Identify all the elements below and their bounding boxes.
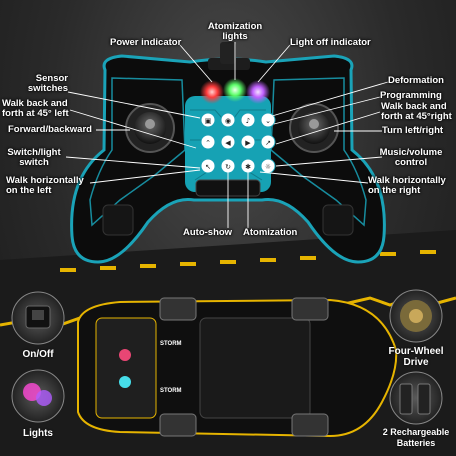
svg-text:◀: ◀ xyxy=(225,139,231,147)
label-switch-light-switch: Switch/light switch xyxy=(7,147,61,168)
remote-controller: ▣ ◉ ♪ ⌄ ⌃ ◀ ▶ ↗ ↖ ↻ ✱ ☼ xyxy=(70,42,386,264)
badge-label-four-wheel-drive: Four-Wheel Drive xyxy=(388,346,444,368)
car-label-storm-top: STORM xyxy=(160,341,182,347)
left-joystick[interactable] xyxy=(125,103,175,153)
label-walk-back-right: Walk back and forth at 45°right xyxy=(381,101,452,122)
label-atomization-lights: Atomization lights xyxy=(207,21,263,42)
right-grip-pad xyxy=(322,204,354,236)
car-chassis xyxy=(199,317,311,419)
power-indicator-led xyxy=(200,80,224,104)
label-atomization: Atomization xyxy=(243,227,298,238)
svg-text:↗: ↗ xyxy=(265,139,271,147)
car-front-panel xyxy=(95,317,157,419)
svg-text:▶: ▶ xyxy=(245,139,251,147)
label-light-off-indicator: Light off indicator xyxy=(290,37,371,48)
car-wheels xyxy=(159,297,329,437)
light-off-indicator-led xyxy=(246,80,270,104)
robot-car-top-view xyxy=(77,297,398,438)
svg-text:♪: ♪ xyxy=(246,117,250,125)
right-joystick[interactable] xyxy=(289,103,339,153)
svg-text:✱: ✱ xyxy=(245,163,251,171)
badge-lights xyxy=(11,369,65,423)
svg-text:↻: ↻ xyxy=(225,163,231,171)
car-label-storm-bottom: STORM xyxy=(160,388,182,394)
label-programming: Programming xyxy=(380,90,442,101)
car-headlight-cyan xyxy=(119,376,131,388)
sensor-icon[interactable] xyxy=(220,112,236,128)
label-power-indicator: Power indicator xyxy=(110,37,182,48)
music-note-icon[interactable] xyxy=(240,112,256,128)
arrow-right-icon[interactable] xyxy=(240,134,256,150)
arrow-left-icon[interactable] xyxy=(220,134,236,150)
label-walk-horizontal-right: Walk horizontally on the right xyxy=(368,175,446,196)
label-deformation: Deformation xyxy=(388,75,444,86)
svg-text:▣: ▣ xyxy=(205,117,212,125)
badge-label-lights: Lights xyxy=(23,428,53,439)
leader-lines xyxy=(65,42,389,228)
badge-batteries xyxy=(389,371,443,425)
label-walk-horizontal-left: Walk horizontally on the left xyxy=(6,175,84,196)
svg-text:↖: ↖ xyxy=(205,163,211,171)
diagonal-left-icon[interactable] xyxy=(200,158,216,174)
svg-text:◉: ◉ xyxy=(225,117,231,125)
badge-label-on-off: On/Off xyxy=(22,349,54,360)
svg-text:⌄: ⌄ xyxy=(265,117,271,125)
badge-on-off xyxy=(11,291,65,345)
svg-text:⌃: ⌃ xyxy=(205,139,211,147)
chevron-down-icon[interactable] xyxy=(260,112,276,128)
label-forward-backward: Forward/backward xyxy=(8,124,92,135)
chevron-up-icon[interactable] xyxy=(200,134,216,150)
label-auto-show: Auto-show xyxy=(183,227,233,238)
label-walk-back-left: Walk back and forth at 45° left xyxy=(2,98,69,119)
left-grip-pad xyxy=(102,204,134,236)
label-turn-left-right: Turn left/right xyxy=(382,125,444,136)
label-sensor-switches: Sensor switches xyxy=(27,73,68,94)
diagonal-right-icon[interactable] xyxy=(260,134,276,150)
label-music-volume-control: Music/volume control xyxy=(379,147,443,168)
atomization-led xyxy=(223,78,247,102)
badge-four-wheel-drive xyxy=(389,289,443,343)
lock-icon[interactable] xyxy=(200,112,216,128)
badge-label-batteries: 2 Rechargeable Batteries xyxy=(382,427,450,448)
svg-text:☼: ☼ xyxy=(265,163,271,171)
antenna xyxy=(220,42,236,64)
car-headlight-pink xyxy=(119,349,131,361)
